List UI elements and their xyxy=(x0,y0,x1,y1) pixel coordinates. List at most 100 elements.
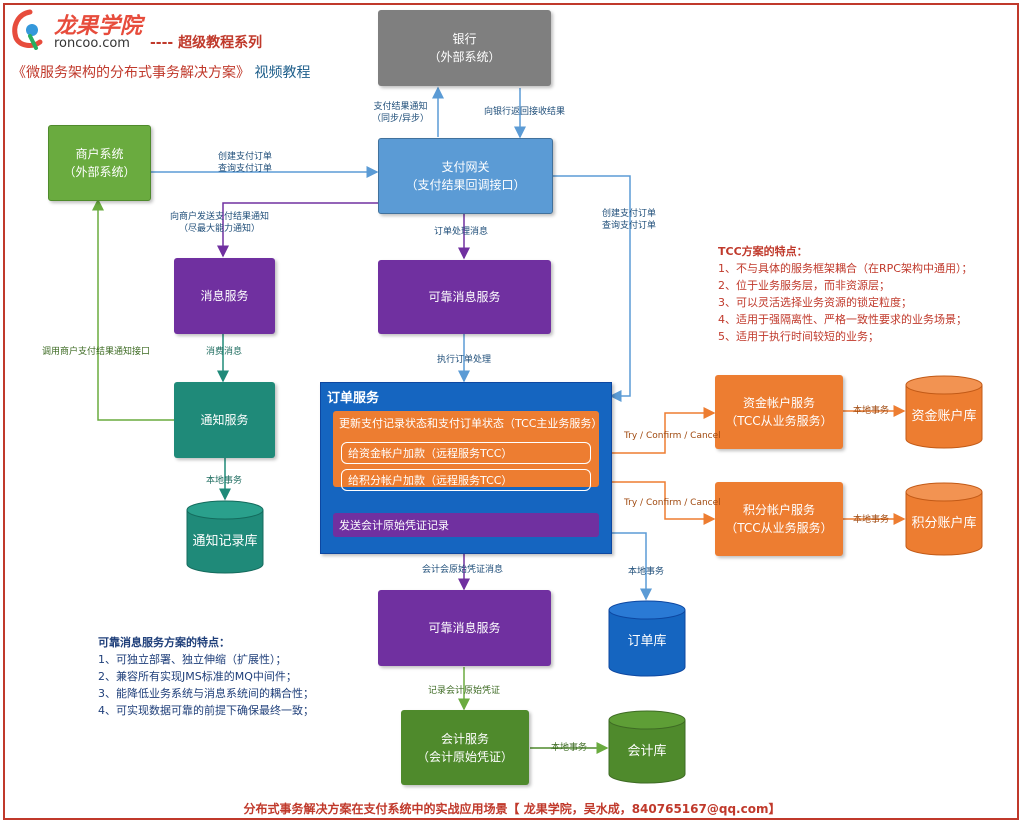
edge-label-line: 向商户发送支付结果通知 xyxy=(170,212,270,222)
payment-gateway-node: 支付网关 （支付结果回调接口） xyxy=(378,138,553,214)
merchant-node-title: 商户系统 xyxy=(75,147,124,161)
arrow-gateway-to-order xyxy=(551,175,631,402)
edge-label-message-to-notify: 消费消息 xyxy=(206,347,243,357)
edge-label-line: 创建支付订单 xyxy=(602,209,657,219)
points-account-service-title: 积分帐户服务 xyxy=(742,503,815,517)
edge-label-tcc-points: Try / Confirm / Cancel xyxy=(624,498,721,508)
tcc-features-note: TCC方案的特点： 1、不与具体的服务框架耦合（在RPC架构中通用）； 2、位于… xyxy=(718,243,1018,345)
edge-label-merchant-to-gateway: 创建支付订单 查询支付订单 xyxy=(218,151,272,175)
order-service-node: 订单服务 更新支付记录状态和支付订单状态（TCC主业务服务） 给资金帐户加款（远… xyxy=(320,382,612,554)
reliable-message-service-top-node: 可靠消息服务 xyxy=(378,260,551,334)
edge-label-line: 创建支付订单 xyxy=(218,152,273,162)
merchant-node: 商户系统 （外部系统） xyxy=(48,125,151,201)
bank-node: 银行 （外部系统） xyxy=(378,10,551,86)
edge-label-gateway-to-reliable: 订单处理消息 xyxy=(434,227,489,237)
database-cylinder-icon xyxy=(905,482,983,556)
tcc-feature-item: 2、位于业务服务层，而非资源层； xyxy=(718,279,890,293)
series-title: ---- 超级教程系列 xyxy=(150,35,263,51)
edge-label-bank-to-gateway: 向银行返回接收结果 xyxy=(484,107,566,117)
course-title: 《微服务架构的分布式事务解决方案》 xyxy=(12,65,250,81)
edge-label-gateway-to-order: 创建支付订单 查询支付订单 xyxy=(602,208,656,232)
edge-label-order-to-db: 本地事务 xyxy=(628,567,665,577)
reliable-message-feature-item: 3、能降低业务系统与消息系统间的耦合性； xyxy=(98,687,314,701)
database-cylinder-icon xyxy=(905,375,983,449)
bank-node-subtitle: （外部系统） xyxy=(428,50,501,64)
order-tcc-main-block: 更新支付记录状态和支付订单状态（TCC主业务服务） 给资金帐户加款（远程服务TC… xyxy=(333,411,603,491)
arrow-tcc-points xyxy=(596,481,716,525)
order-db-label: 订单库 xyxy=(627,634,667,649)
order-tcc-main-label: 更新支付记录状态和支付订单状态（TCC主业务服务） xyxy=(339,417,603,430)
fund-account-db-label: 资金账户库 xyxy=(911,409,977,424)
logo-text-cn: 龙果学院 xyxy=(54,14,143,39)
bank-node-title: 银行 xyxy=(452,32,477,46)
edge-label-notify-to-db: 本地事务 xyxy=(206,476,243,486)
accounting-db-label: 会计库 xyxy=(627,744,667,759)
tcc-feature-item: 3、可以灵活选择业务资源的锁定粒度； xyxy=(718,296,912,310)
tcc-feature-item: 5、适用于执行时间较短的业务； xyxy=(718,330,879,344)
logo-mark-icon xyxy=(12,9,43,50)
logo: 龙果学院 roncoo.com xyxy=(10,6,150,52)
notify-service-node: 通知服务 xyxy=(174,382,275,458)
payment-gateway-subtitle: （支付结果回调接口） xyxy=(405,178,526,192)
edge-label-order-to-reliable: 会计会原始凭证消息 xyxy=(422,565,504,575)
send-accounting-record-block: 发送会计原始凭证记录 xyxy=(333,513,599,537)
points-account-db: 积分账户库 xyxy=(905,482,983,557)
reliable-message-features-note: 可靠消息服务方案的特点： 1、可独立部署、独立伸缩（扩展性）； 2、兼容所有实现… xyxy=(98,634,398,719)
payment-gateway-title: 支付网关 xyxy=(441,160,490,174)
edge-label-fund-to-db: 本地事务 xyxy=(853,406,890,416)
edge-label-gateway-to-message: 向商户发送支付结果通知 （尽最大能力通知） xyxy=(170,211,269,235)
tcc-features-title: TCC方案的特点： xyxy=(718,245,808,258)
reliable-message-feature-item: 2、兼容所有实现JMS标准的MQ中间件； xyxy=(98,670,297,684)
diagram-frame xyxy=(3,3,1019,820)
edge-label-line: 支付结果通知 xyxy=(373,102,428,112)
arrow-notify-to-merchant xyxy=(92,198,174,421)
message-service-node: 消息服务 xyxy=(174,258,275,334)
order-db: 订单库 xyxy=(608,600,686,678)
accounting-service-title: 会计服务 xyxy=(440,731,489,746)
edge-label-reliable-to-accounting: 记录会计原始凭证 xyxy=(428,686,501,696)
reliable-message-service-top-title: 可靠消息服务 xyxy=(428,290,501,304)
course-title-line: 《微服务架构的分布式事务解决方案》 视频教程 xyxy=(12,62,310,82)
arrow-tcc-fund xyxy=(596,407,716,454)
edge-label-reliable-to-order: 执行订单处理 xyxy=(437,355,492,365)
fund-account-service-title: 资金帐户服务 xyxy=(742,396,815,410)
reliable-message-service-bottom-node: 可靠消息服务 xyxy=(378,590,551,666)
edge-label-line: （尽最大能力通知） xyxy=(179,224,261,235)
database-cylinder-icon xyxy=(608,710,686,784)
course-title-suffix: 视频教程 xyxy=(254,65,311,81)
accounting-db: 会计库 xyxy=(608,710,686,785)
reliable-message-feature-item: 4、可实现数据可靠的前提下确保最终一致； xyxy=(98,704,314,718)
fund-account-db: 资金账户库 xyxy=(905,375,983,450)
edge-label-notify-to-merchant: 调用商户支付结果通知接口 xyxy=(42,347,151,357)
tcc-feature-item: 1、不与具体的服务框架耦合（在RPC架构中通用）； xyxy=(718,262,973,276)
notify-record-db-label: 通知记录库 xyxy=(192,534,258,549)
points-account-db-label: 积分账户库 xyxy=(911,516,977,531)
notify-record-db: 通知记录库 xyxy=(186,500,264,575)
accounting-service-subtitle: （会计原始凭证） xyxy=(416,749,513,764)
tcc-feature-item: 4、适用于强隔离性、严格一致性要求的业务场景； xyxy=(718,313,967,327)
edge-label-line: （同步/异步） xyxy=(372,114,430,125)
database-cylinder-icon xyxy=(608,600,686,677)
reliable-message-feature-item: 1、可独立部署、独立伸缩（扩展性）； xyxy=(98,653,287,667)
notify-service-title: 通知服务 xyxy=(200,413,249,427)
merchant-node-subtitle: （外部系统） xyxy=(63,165,136,179)
edge-label-points-to-db: 本地事务 xyxy=(853,515,890,525)
edge-label-accounting-to-db: 本地事务 xyxy=(551,743,588,753)
reliable-message-service-bottom-title: 可靠消息服务 xyxy=(428,621,501,635)
edge-label-line: 查询支付订单 xyxy=(602,221,657,232)
points-account-service-subtitle: （TCC从业务服务） xyxy=(725,521,833,535)
points-account-service-node: 积分帐户服务 （TCC从业务服务） xyxy=(715,482,843,556)
fund-account-service-node: 资金帐户服务 （TCC从业务服务） xyxy=(715,375,843,449)
accounting-service-node: 会计服务 （会计原始凭证） xyxy=(401,710,529,785)
arrow-order-to-db xyxy=(610,532,652,601)
database-cylinder-icon xyxy=(186,500,264,574)
footer-caption: 分布式事务解决方案在支付系统中的实战应用场景【 龙果学院，吴水成，8407651… xyxy=(243,802,781,816)
reliable-message-features-title: 可靠消息服务方案的特点： xyxy=(98,636,230,649)
edge-label-gateway-to-bank: 支付结果通知 （同步/异步） xyxy=(372,101,429,125)
arrow-gateway-to-message xyxy=(217,202,378,258)
tcc-points-remote-call: 给积分帐户加款（远程服务TCC） xyxy=(341,469,591,491)
edge-label-tcc-fund: Try / Confirm / Cancel xyxy=(624,431,721,441)
message-service-title: 消息服务 xyxy=(200,289,249,303)
